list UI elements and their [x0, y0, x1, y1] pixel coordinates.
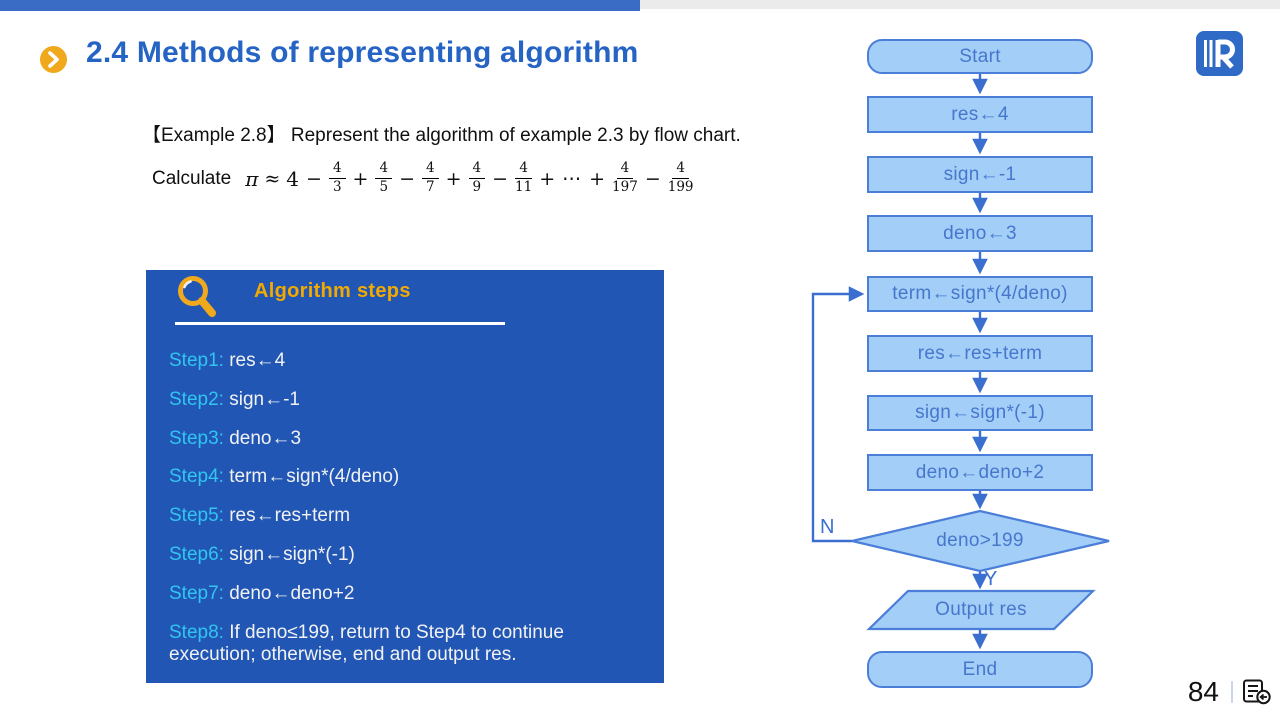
approx-symbol: ≈: [264, 168, 281, 190]
formula-label: Calculate: [152, 168, 232, 189]
step-item: Step5: res←res+term: [169, 505, 647, 528]
step-text: res←4: [229, 350, 286, 371]
operator: +: [539, 168, 556, 190]
formula-lead: 4: [286, 167, 300, 191]
flow-node-process-7: deno←deno+2: [867, 454, 1093, 491]
flow-node-process-1: res←4: [867, 96, 1093, 133]
magnifier-icon: [174, 274, 222, 322]
step-item: Step7: deno←deno+2: [169, 583, 647, 606]
step-label: Step1:: [169, 350, 230, 371]
panel-underline: [175, 322, 505, 325]
top-accent-bar: [0, 0, 640, 11]
flow-node-process-4: term←sign*(4/deno): [867, 276, 1093, 312]
step-text: term←sign*(4/deno): [229, 466, 400, 488]
step-text: sign←sign*(-1): [229, 543, 355, 565]
step-item: Step6: sign←sign*(-1): [169, 544, 647, 567]
flow-node-process-5: res←res+term: [867, 335, 1093, 372]
flow-node-process-2: sign←-1: [867, 156, 1093, 193]
operator: +: [445, 168, 462, 190]
branch-label-no: N: [820, 516, 835, 538]
step-text: deno←deno+2: [229, 582, 355, 604]
flow-node-terminator-0: Start: [867, 39, 1093, 74]
step-text: res←res+term: [229, 505, 351, 527]
page-number: 84: [1187, 676, 1219, 707]
step-text: sign←-1: [229, 388, 300, 410]
step-item: Step3: deno←3: [169, 428, 647, 451]
flow-node-process-3: deno←3: [867, 215, 1093, 252]
step-label: Step8:: [169, 621, 230, 643]
page-title: 2.4 Methods of representing algorithm: [86, 36, 639, 69]
flow-node-io-9: Output res: [935, 599, 1027, 620]
footer-divider: [1231, 681, 1233, 703]
operator: −: [492, 168, 509, 190]
ellipsis: ⋯: [562, 168, 583, 190]
operator: +: [589, 168, 606, 190]
top-gray-bar: [640, 0, 1280, 9]
panel-title: Algorithm steps: [254, 280, 411, 302]
step-label: Step4:: [169, 466, 230, 488]
step-item: Step8: If deno≤199, return to Step4 to c…: [169, 622, 647, 668]
flow-node-terminator-10: End: [867, 651, 1093, 688]
operator: −: [306, 168, 322, 190]
footer: 84: [1188, 676, 1272, 708]
chevron-right-icon: [40, 46, 67, 73]
flow-node-process-6: sign←sign*(-1): [867, 395, 1093, 431]
operator: +: [352, 168, 369, 190]
step-label: Step5:: [169, 505, 230, 527]
pi-symbol: π: [245, 167, 259, 191]
operator: −: [644, 168, 661, 190]
step-item: Step2: sign←-1: [169, 389, 647, 412]
step-item: Step4: term←sign*(4/deno): [169, 466, 647, 489]
example-text: 【Example 2.8】 Represent the algorithm of…: [142, 125, 741, 146]
step-label: Step7:: [169, 582, 230, 604]
step-label: Step2:: [169, 388, 230, 410]
brand-logo-icon: [1196, 31, 1243, 76]
step-item: Step1: res←4: [169, 350, 647, 373]
step-text: If deno≤199, return to Step4 to continue…: [169, 621, 564, 666]
step-label: Step6:: [169, 543, 230, 565]
flow-node-decision-8: deno>199: [936, 530, 1024, 551]
step-label: Step3:: [169, 427, 230, 449]
operator: −: [399, 168, 415, 190]
step-text: deno←3: [229, 427, 302, 449]
panel-header: Algorithm steps: [146, 270, 664, 325]
branch-label-yes: Y: [984, 568, 998, 590]
return-doc-icon: [1242, 678, 1272, 706]
